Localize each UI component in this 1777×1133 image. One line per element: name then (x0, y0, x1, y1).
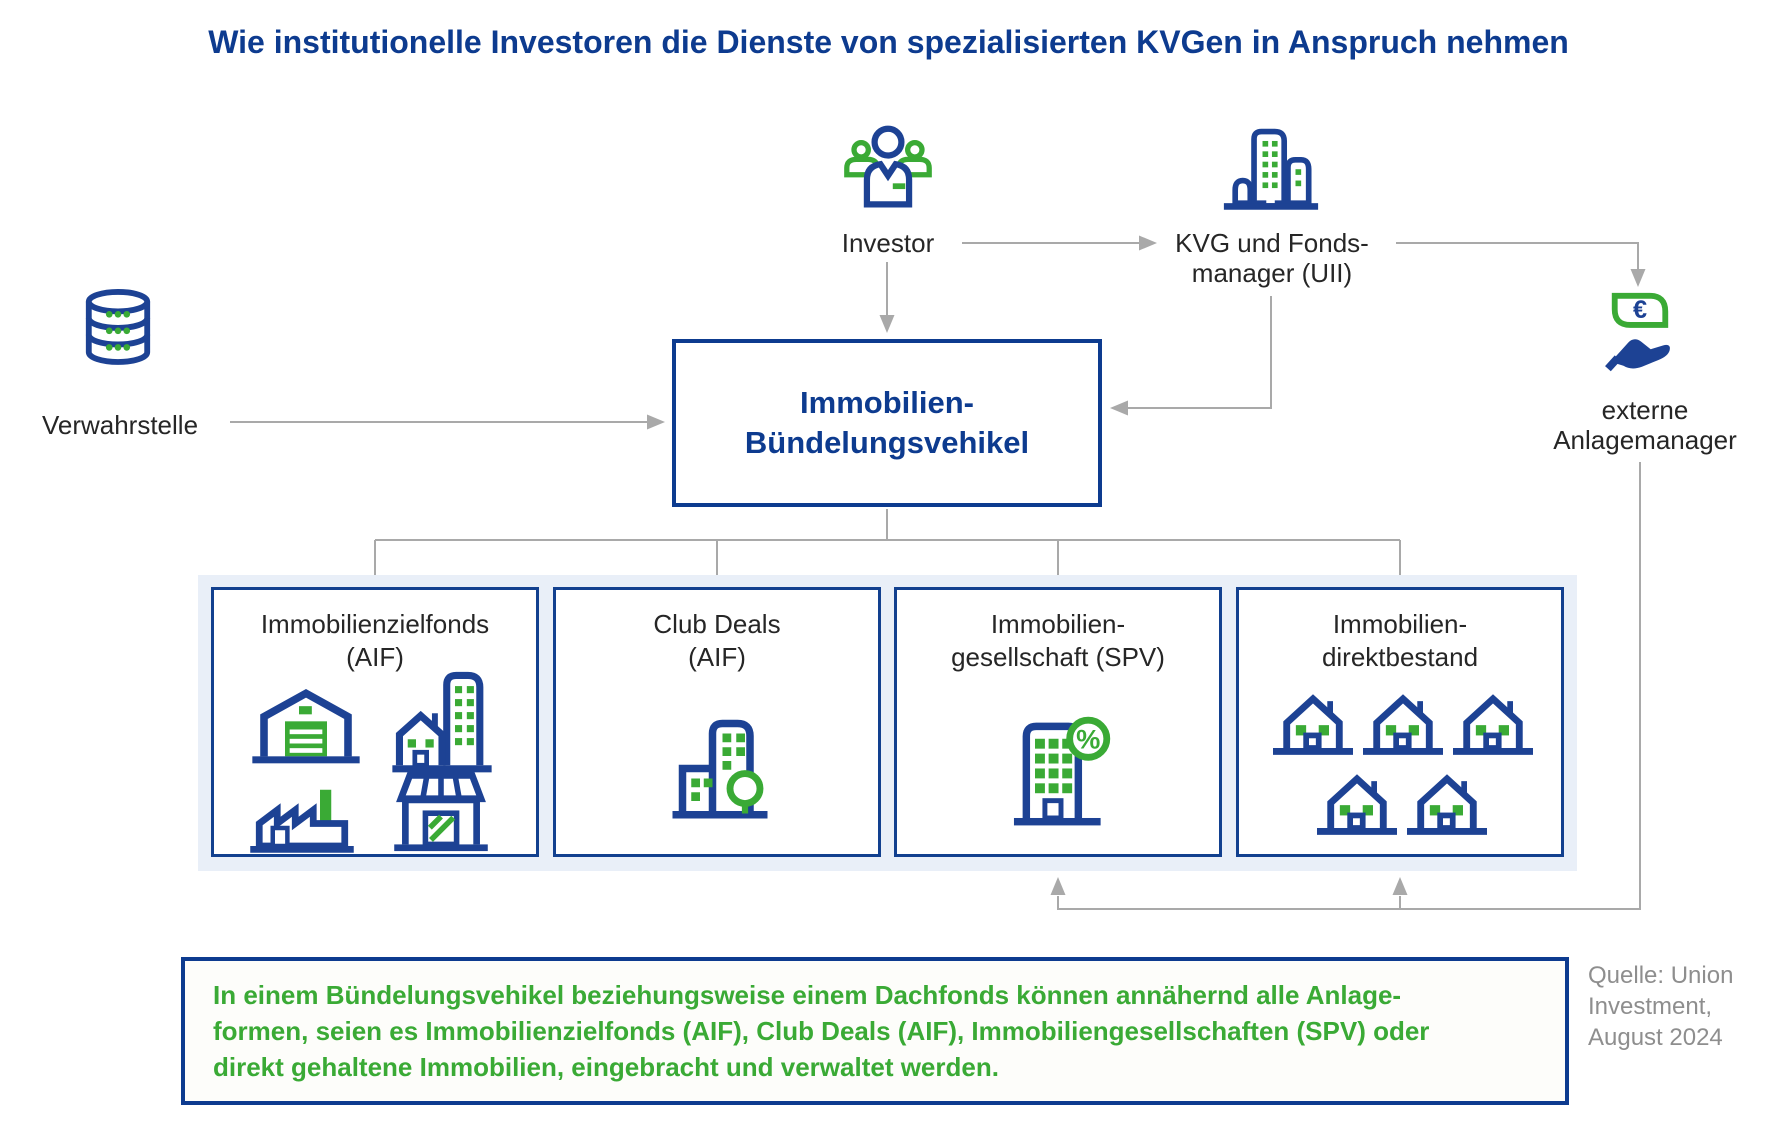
box4-title: Immobilien- direktbestand (1321, 609, 1479, 672)
note-box: In einem Bündelungsvehikel beziehungswei… (181, 957, 1569, 1105)
house-icon (1407, 774, 1487, 835)
box-immobilienzielfonds: Immobilienzielfonds (AIF) (211, 587, 539, 857)
box2-title: Club Deals (AIF) (653, 609, 781, 672)
house-icon (1273, 694, 1353, 755)
box-immobiliendirektbestand: Immobilien- direktbestand (1236, 587, 1564, 857)
source-caption: Quelle: Union Investment, August 2024 (1588, 962, 1734, 1051)
warehouse-icon (252, 688, 360, 764)
investor-group-icon (844, 125, 932, 208)
note-line3: direkt gehaltene Immobilien, eingebracht… (213, 1052, 999, 1082)
highrise-house-icon (392, 671, 492, 773)
building-percent-icon: % (1013, 716, 1111, 826)
box-club-deals: Club Deals (AIF) (553, 587, 881, 857)
buendelungsvehikel-line2: Bündelungsvehikel (744, 425, 1030, 460)
buendelungsvehikel-box: Immobilien- Bündelungsvehikel (672, 339, 1102, 507)
kvg-building-icon (1223, 128, 1319, 210)
investor-label: Investor (841, 228, 935, 258)
page-title: Wie institutionelle Investoren die Diens… (208, 24, 1569, 60)
shop-icon (394, 772, 488, 852)
kvg-label: KVG und Fonds- manager (UII) (1175, 228, 1369, 288)
building-tree-icon (672, 719, 768, 819)
euro-symbol: € (1633, 296, 1647, 324)
box1-title: Immobilienzielfonds (AIF) (260, 609, 490, 672)
externe-anlagemanager-label: externe Anlagemanager (1553, 395, 1737, 455)
box-immobiliengesellschaft: Immobilien- gesellschaft (SPV) % (894, 587, 1222, 857)
note-line1: In einem Bündelungsvehikel beziehungswei… (213, 980, 1402, 1010)
percent-symbol: % (1076, 724, 1100, 755)
factory-icon (250, 789, 354, 853)
verwahrstelle-label: Verwahrstelle (41, 410, 199, 440)
buendelungsvehikel-line1: Immobilien- (800, 385, 974, 420)
house-icon (1317, 774, 1397, 835)
house-icon (1363, 694, 1443, 755)
note-line2: formen, seien es Immobilienzielfonds (AI… (213, 1016, 1430, 1046)
house-icon (1453, 694, 1533, 755)
database-icon (85, 288, 151, 365)
box3-title: Immobilien- gesellschaft (SPV) (951, 609, 1165, 672)
money-hand-icon: € (1605, 292, 1670, 372)
